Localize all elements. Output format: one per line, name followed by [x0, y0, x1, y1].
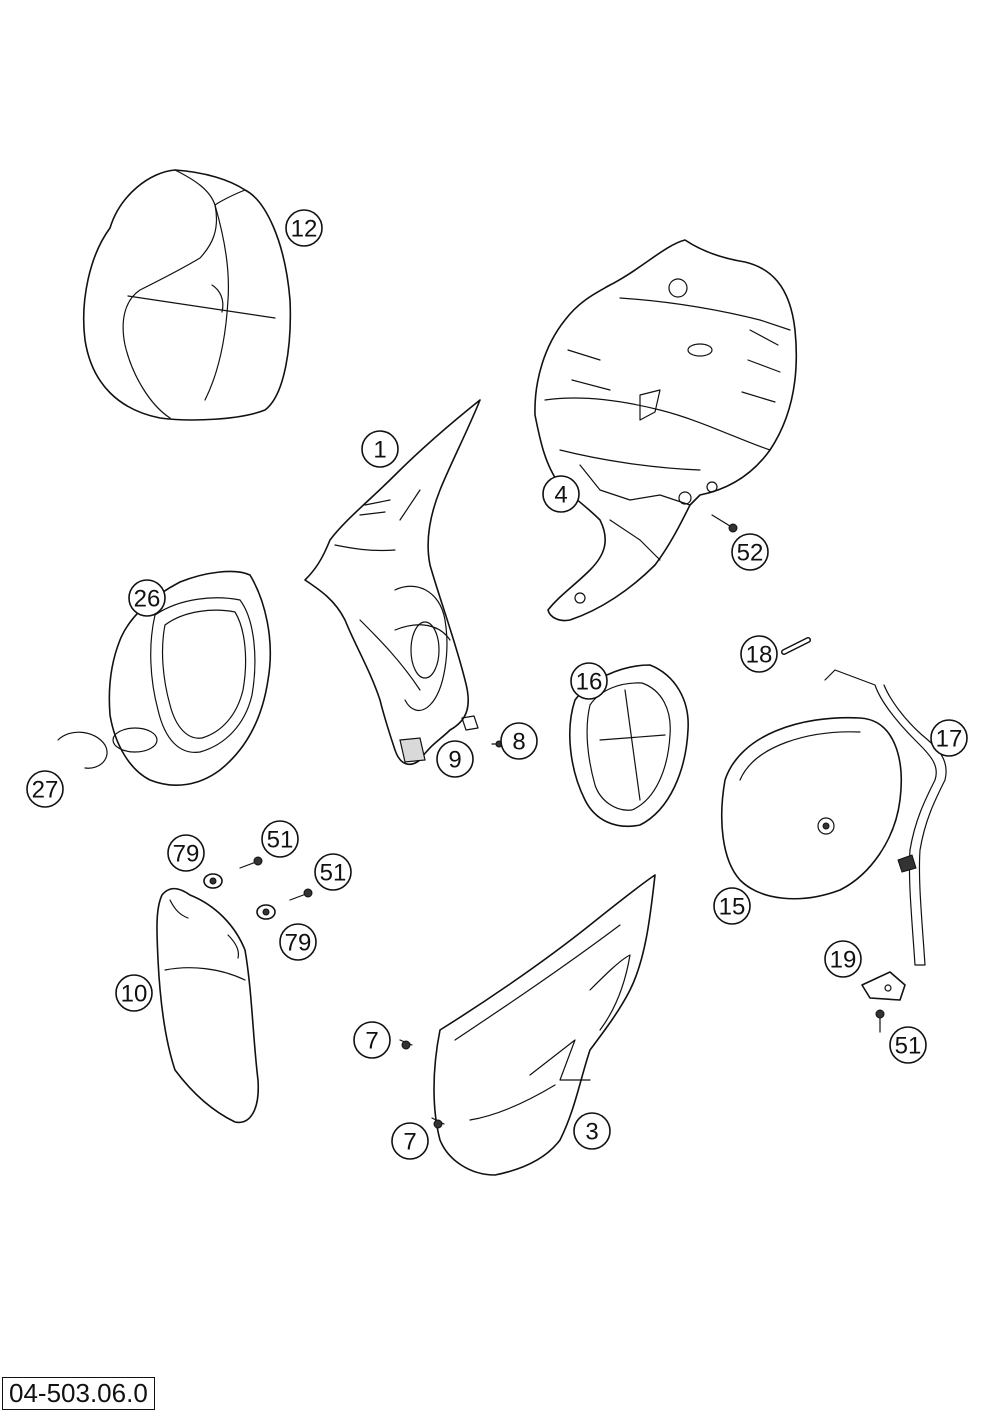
callout-3: 3 [573, 1112, 611, 1150]
callout-51-lower-right: 51 [889, 1026, 927, 1064]
callout-52: 52 [731, 533, 769, 571]
callout-17: 17 [930, 719, 968, 757]
part-16-filter-support [569, 664, 689, 827]
part-17-wire-bracket [824, 669, 947, 966]
svg-text:17: 17 [936, 726, 963, 753]
callout-4: 4 [542, 475, 580, 513]
drawing-code-label: 04-503.06.0 [2, 1377, 155, 1410]
callout-19: 19 [824, 940, 862, 978]
callout-15: 15 [713, 887, 751, 925]
svg-text:4: 4 [554, 482, 567, 509]
callout-8: 8 [500, 722, 538, 760]
svg-text:79: 79 [173, 841, 200, 868]
svg-text:10: 10 [121, 981, 148, 1008]
callout-1: 1 [361, 430, 399, 468]
callout-51-middle: 51 [314, 853, 352, 891]
callout-9: 9 [436, 740, 474, 778]
part-15-filter-element [720, 716, 917, 900]
callout-51-upper: 51 [261, 820, 299, 858]
svg-text:27: 27 [32, 777, 59, 804]
svg-text:8: 8 [512, 729, 525, 756]
svg-text:9: 9 [448, 747, 461, 774]
part-51-screw-middle [289, 888, 313, 901]
svg-text:51: 51 [267, 827, 294, 854]
svg-text:16: 16 [576, 669, 603, 696]
callout-18: 18 [740, 635, 778, 673]
part-1-airbox-frame [304, 399, 481, 766]
part-52-screw [711, 514, 738, 533]
part-4-airbox [534, 239, 798, 622]
callout-26: 26 [128, 579, 166, 617]
part-12-air-filter [82, 169, 292, 421]
svg-text:7: 7 [403, 1129, 416, 1156]
svg-text:79: 79 [285, 930, 312, 957]
svg-text:51: 51 [320, 860, 347, 887]
part-26-filter-cage [108, 570, 272, 786]
svg-text:7: 7 [365, 1028, 378, 1055]
callout-7-upper: 7 [353, 1021, 391, 1059]
callout-79-lower: 79 [279, 923, 317, 961]
callout-10: 10 [115, 974, 153, 1012]
callout-79-upper: 79 [167, 834, 205, 872]
svg-text:51: 51 [895, 1033, 922, 1060]
part-19-latch [861, 971, 906, 1001]
part-9-clip [461, 715, 479, 731]
svg-text:15: 15 [719, 894, 746, 921]
part-51-screw-bottom-right [875, 1009, 885, 1033]
part-27-clamp [57, 731, 108, 769]
part-3-right-cover [433, 874, 656, 1176]
svg-text:1: 1 [373, 437, 386, 464]
part-51-screw-upper [239, 856, 263, 869]
svg-text:52: 52 [737, 540, 764, 567]
svg-text:12: 12 [291, 216, 318, 243]
svg-text:18: 18 [746, 642, 773, 669]
part-7-screw-lower [431, 1117, 445, 1129]
svg-text:26: 26 [134, 586, 161, 613]
part-79-grommet-upper [203, 873, 223, 889]
svg-text:3: 3 [585, 1119, 598, 1146]
part-7-screw-upper [399, 1039, 413, 1050]
part-10-left-cover [156, 887, 260, 1124]
part-18-pin [781, 637, 811, 655]
callout-12: 12 [285, 209, 323, 247]
callout-7-lower: 7 [391, 1122, 429, 1160]
callout-16: 16 [570, 662, 608, 700]
part-79-grommet-lower [256, 904, 276, 920]
svg-text:19: 19 [830, 947, 857, 974]
callout-27: 27 [26, 770, 64, 808]
